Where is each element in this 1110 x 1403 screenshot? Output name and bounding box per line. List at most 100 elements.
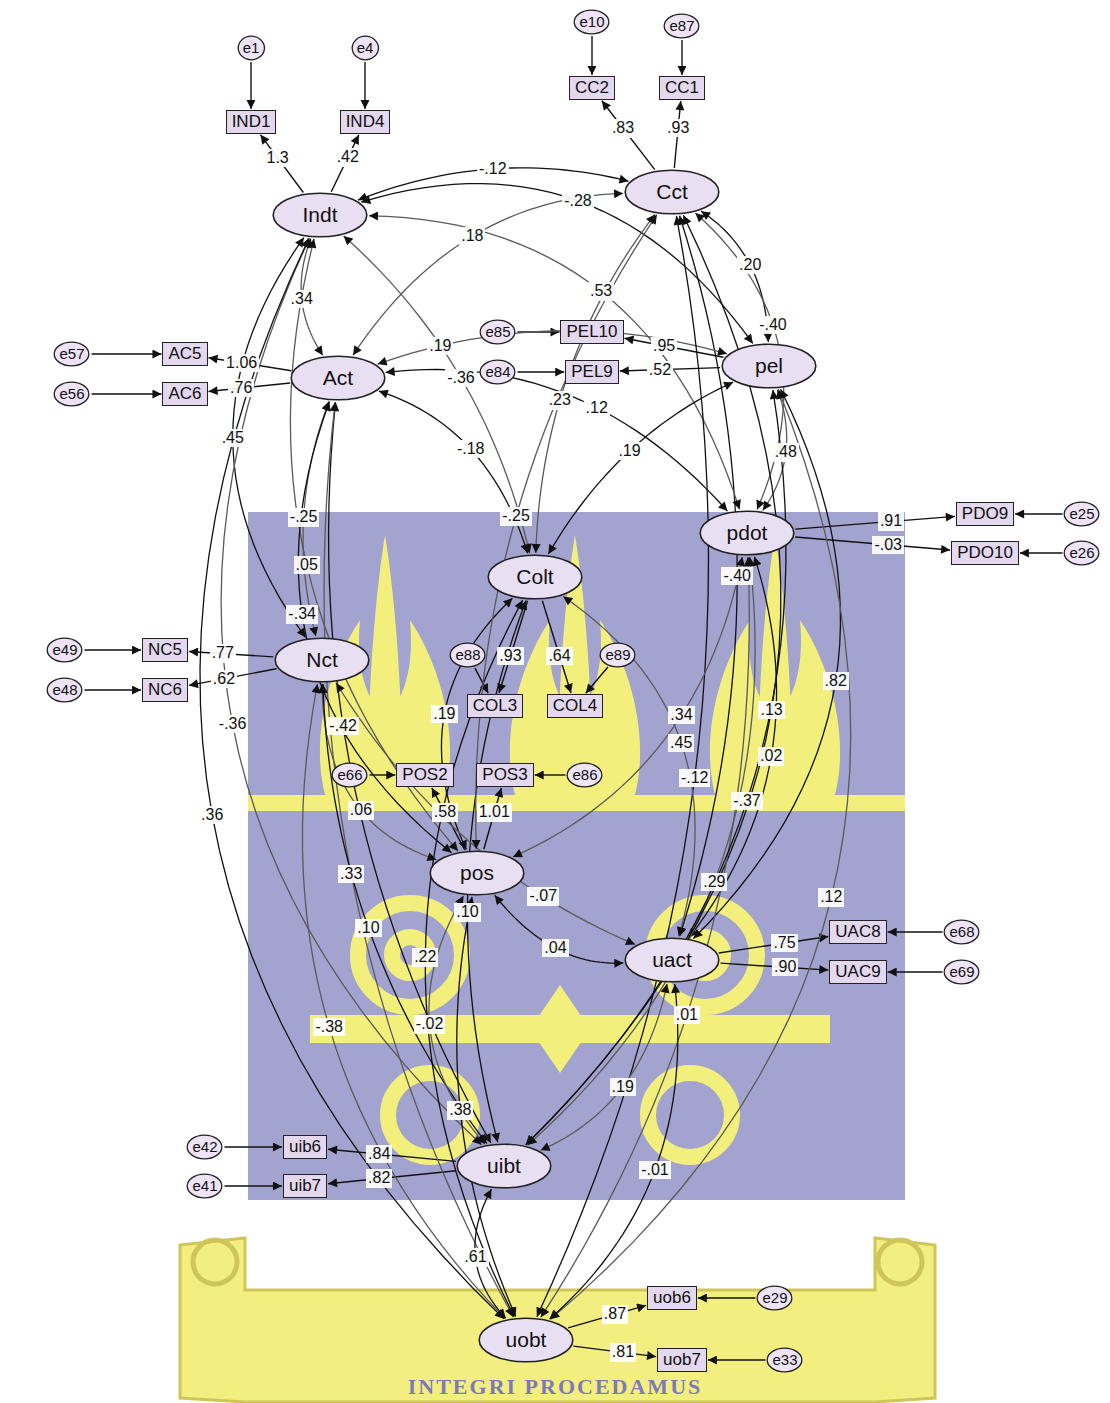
covariance-arc bbox=[495, 895, 624, 963]
node-label: NC6 bbox=[148, 680, 182, 700]
crest-flames bbox=[248, 535, 905, 1073]
indicator-box: IND1 bbox=[226, 110, 277, 134]
error-circle: e57 bbox=[53, 341, 90, 367]
indicator-box: POS3 bbox=[476, 763, 533, 787]
path-coefficient: -.40 bbox=[721, 567, 753, 585]
node-label: e89 bbox=[605, 646, 630, 663]
loading-arrow bbox=[795, 516, 955, 529]
path-coefficient: .10 bbox=[454, 903, 480, 921]
path-coefficient: -.07 bbox=[527, 887, 559, 905]
path-coefficient: .23 bbox=[547, 391, 573, 409]
covariance-arc bbox=[536, 214, 655, 553]
node-label: e88 bbox=[455, 646, 480, 663]
indicator-box: COL4 bbox=[547, 694, 603, 718]
node-label: PEL9 bbox=[571, 362, 613, 382]
error-circle: e68 bbox=[943, 919, 980, 945]
path-coefficient: -.18 bbox=[455, 440, 487, 458]
path-coefficient: .01 bbox=[674, 1006, 700, 1024]
loading-arrow bbox=[721, 963, 829, 970]
loading-arrow bbox=[542, 601, 571, 693]
path-coefficient: -.12 bbox=[477, 160, 509, 178]
path-coefficient: .75 bbox=[771, 934, 797, 952]
covariance-arc bbox=[550, 984, 678, 1319]
loading-arrow bbox=[719, 936, 829, 952]
node-label: e56 bbox=[59, 385, 84, 402]
indicator-box: NC5 bbox=[142, 638, 188, 662]
error-arrow bbox=[681, 40, 682, 75]
path-coefficient: .19 bbox=[431, 705, 457, 723]
path-coefficient: -.01 bbox=[639, 1161, 671, 1179]
path-coefficient: -.25 bbox=[500, 507, 532, 525]
error-arrow bbox=[586, 667, 608, 693]
path-coefficient: .06 bbox=[348, 801, 374, 819]
latent-ellipse: uobt bbox=[478, 1317, 574, 1363]
loading-arrow bbox=[328, 1171, 456, 1184]
covariance-arc bbox=[537, 216, 709, 1317]
path-coefficient: .34 bbox=[668, 706, 694, 724]
node-label: COL3 bbox=[473, 696, 517, 716]
path-coefficient: -.37 bbox=[731, 792, 763, 810]
error-arrow bbox=[364, 62, 365, 109]
path-coefficient: .02 bbox=[758, 747, 784, 765]
path-coefficient: -.02 bbox=[414, 1015, 446, 1033]
loading-arrow bbox=[209, 358, 292, 371]
node-label: uib6 bbox=[289, 1137, 321, 1157]
node-label: UAC9 bbox=[835, 962, 880, 982]
path-coefficient: .22 bbox=[412, 948, 438, 966]
loading-arrow bbox=[189, 669, 276, 686]
node-label: e1 bbox=[243, 39, 260, 56]
node-label: e10 bbox=[579, 13, 604, 30]
node-label: Indt bbox=[302, 203, 337, 227]
covariance-arc bbox=[290, 239, 458, 851]
loading-arrow bbox=[602, 101, 655, 170]
path-coefficient: 1.3 bbox=[264, 149, 290, 167]
loading-arrow bbox=[499, 601, 528, 693]
path-coefficient: .95 bbox=[651, 337, 677, 355]
covariance-arc bbox=[693, 389, 840, 938]
path-coefficient: .52 bbox=[647, 361, 673, 379]
latent-ellipse: Cct bbox=[624, 169, 720, 215]
node-label: e33 bbox=[772, 1351, 797, 1368]
covariance-arc bbox=[526, 390, 786, 1145]
indicator-box: IND4 bbox=[340, 110, 391, 134]
node-label: e84 bbox=[485, 363, 510, 380]
node-label: PDO9 bbox=[962, 504, 1008, 524]
loading-arrow bbox=[189, 652, 273, 657]
indicator-box: COL3 bbox=[467, 694, 523, 718]
node-label: e29 bbox=[762, 1289, 787, 1306]
covariance-arc bbox=[378, 331, 727, 364]
node-label: UAC8 bbox=[835, 922, 880, 942]
path-coefficient: .18 bbox=[459, 227, 485, 245]
error-arrow bbox=[225, 1185, 282, 1186]
loading-arrow bbox=[568, 1305, 646, 1327]
error-arrow bbox=[1020, 552, 1063, 553]
loading-arrow bbox=[620, 368, 720, 371]
latent-ellipse: uibt bbox=[456, 1143, 552, 1189]
covariance-arc bbox=[441, 598, 512, 849]
indicator-box: AC6 bbox=[162, 382, 207, 406]
node-label: PDO10 bbox=[957, 543, 1013, 563]
covariance-arc bbox=[302, 684, 505, 1319]
path-coefficient: .91 bbox=[878, 512, 904, 530]
error-circle: e4 bbox=[351, 35, 380, 61]
path-coefficient: .19 bbox=[427, 337, 453, 355]
path-coefficient: -.28 bbox=[562, 192, 594, 210]
indicator-box: PDO10 bbox=[951, 541, 1019, 565]
path-coefficient: -.12 bbox=[679, 769, 711, 787]
error-circle: e10 bbox=[573, 9, 610, 35]
node-label: AC5 bbox=[168, 344, 201, 364]
indicator-box: NC6 bbox=[142, 678, 188, 702]
covariance-arc bbox=[513, 557, 742, 857]
node-label: e85 bbox=[485, 323, 510, 340]
node-label: CC2 bbox=[575, 78, 609, 98]
covariance-arc bbox=[336, 683, 635, 945]
loading-arrow bbox=[260, 135, 303, 193]
path-coefficient: -.25 bbox=[288, 508, 320, 526]
path-coefficient: .90 bbox=[772, 958, 798, 976]
error-circle: e33 bbox=[766, 1347, 803, 1373]
path-coefficient: .87 bbox=[602, 1305, 628, 1323]
node-label: uob6 bbox=[653, 1288, 691, 1308]
node-label: POS3 bbox=[482, 765, 527, 785]
path-coefficient: -.40 bbox=[757, 316, 789, 334]
node-label: uobt bbox=[506, 1328, 547, 1352]
